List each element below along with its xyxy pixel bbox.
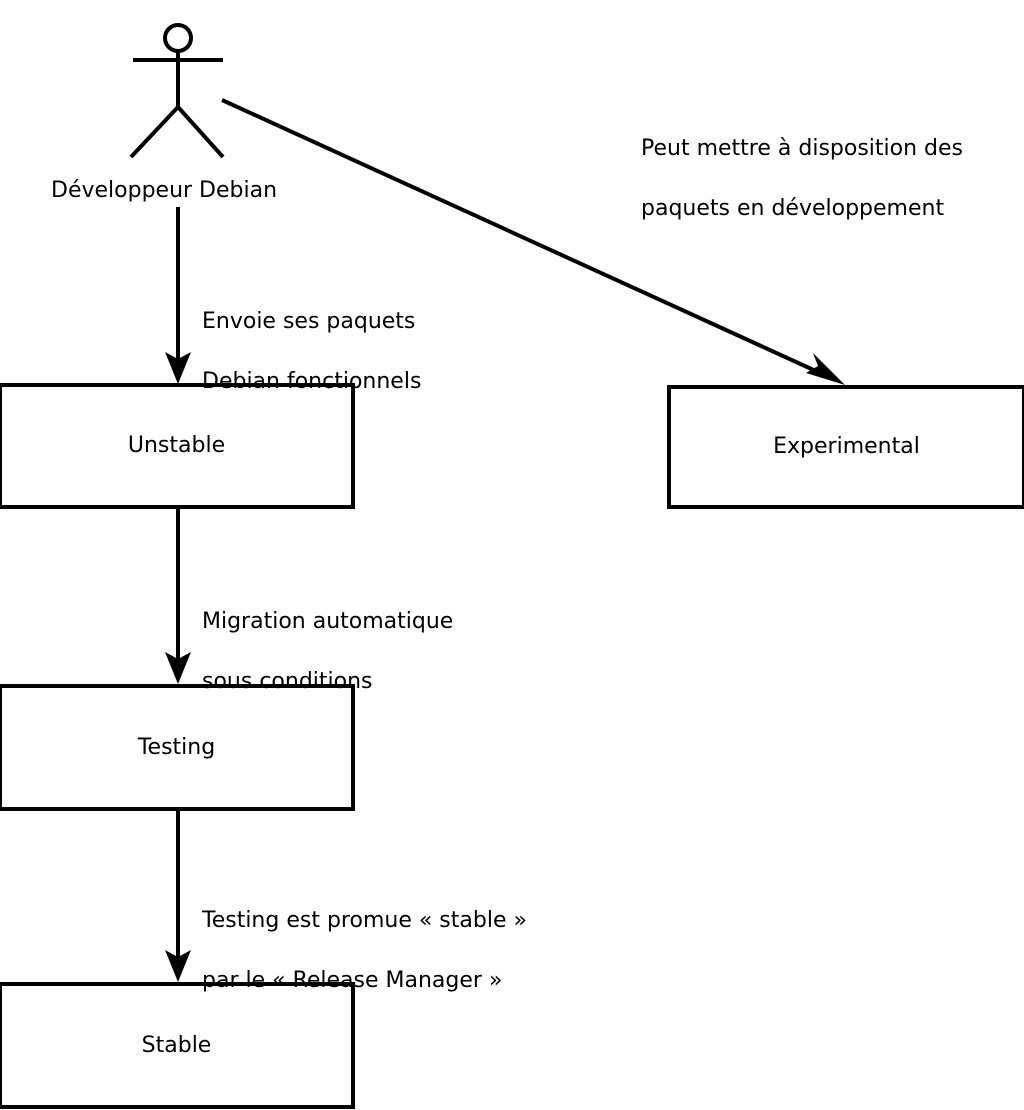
node-label-unstable: Unstable xyxy=(127,433,226,458)
node-box-testing[interactable]: Testing xyxy=(0,684,355,811)
edge-testing-to-stable xyxy=(165,811,191,982)
node-box-experimental[interactable]: Experimental xyxy=(667,385,1024,509)
edge-label-dev-to-unstable-line1: Envoie ses paquets xyxy=(202,309,416,334)
node-box-stable[interactable]: Stable xyxy=(0,982,355,1109)
actor-head-icon xyxy=(163,23,193,53)
edge-unstable-to-testing xyxy=(165,509,191,684)
edge-label-testing-to-stable-line1: Testing est promue « stable » xyxy=(202,908,527,933)
actor-leg-left-line xyxy=(129,105,180,159)
edge-label-dev-to-unstable: Envoie ses paquets Debian fonctionnels xyxy=(202,277,421,427)
node-box-unstable[interactable]: Unstable xyxy=(0,383,355,509)
edge-label-unstable-to-testing: Migration automatique sous conditions xyxy=(202,577,453,727)
edge-label-dev-to-experimental: Peut mettre à disposition des paquets en… xyxy=(641,104,963,254)
node-label-stable: Stable xyxy=(141,1032,212,1058)
node-label-experimental: Experimental xyxy=(773,434,920,459)
edge-label-dev-to-experimental-line2: paquets en développement xyxy=(641,196,945,221)
actor-leg-right-line xyxy=(176,105,225,159)
edge-label-testing-to-stable: Testing est promue « stable » par le « R… xyxy=(202,876,527,1026)
edge-label-dev-to-unstable-line2: Debian fonctionnels xyxy=(202,369,422,394)
edge-dev-to-unstable xyxy=(165,207,191,384)
actor-stick-figure xyxy=(129,23,225,159)
edge-label-testing-to-stable-line2: par le « Release Manager » xyxy=(202,968,503,993)
edge-dev-to-experimental xyxy=(221,98,845,385)
edge-label-dev-to-experimental-line1: Peut mettre à disposition des xyxy=(641,136,963,161)
edge-label-unstable-to-testing-line2: sous conditions xyxy=(202,669,373,694)
edge-label-unstable-to-testing-line1: Migration automatique xyxy=(202,609,454,634)
actor-label-debian-developer: Développeur Debian xyxy=(51,178,278,203)
node-label-testing: Testing xyxy=(137,734,216,760)
